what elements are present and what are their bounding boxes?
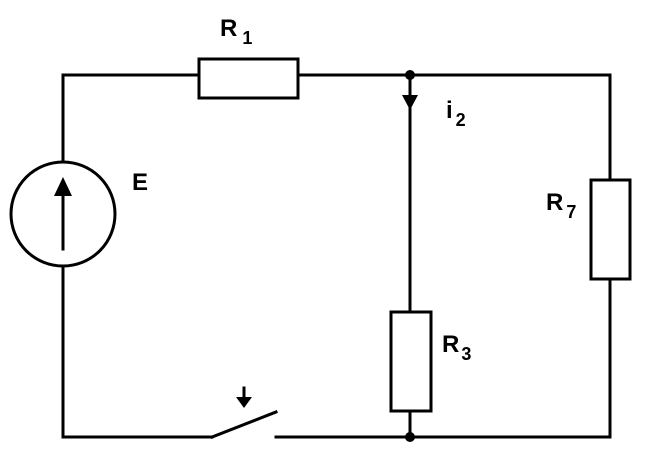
resistor-r1 [197,57,300,100]
junction-bottom [405,432,415,442]
current-arrow-i2 [402,95,418,110]
label-i2-main: i [446,97,453,124]
label-i2-sub: 2 [456,110,466,130]
resistor-r3 [389,310,433,413]
label-r1-sub: 1 [242,28,252,48]
switch [210,386,278,439]
junction-top [405,70,415,80]
resistor-r7 [589,178,632,281]
label-e: E [132,169,148,196]
label-e-main: E [132,169,148,196]
label-r7-sub: 7 [566,202,576,222]
label-r3-sub: 3 [461,344,471,364]
label-r3-main: R [442,331,459,358]
label-r1-main: R [220,15,237,42]
label-r7-main: R [546,189,563,216]
voltage-source-e [9,160,117,268]
